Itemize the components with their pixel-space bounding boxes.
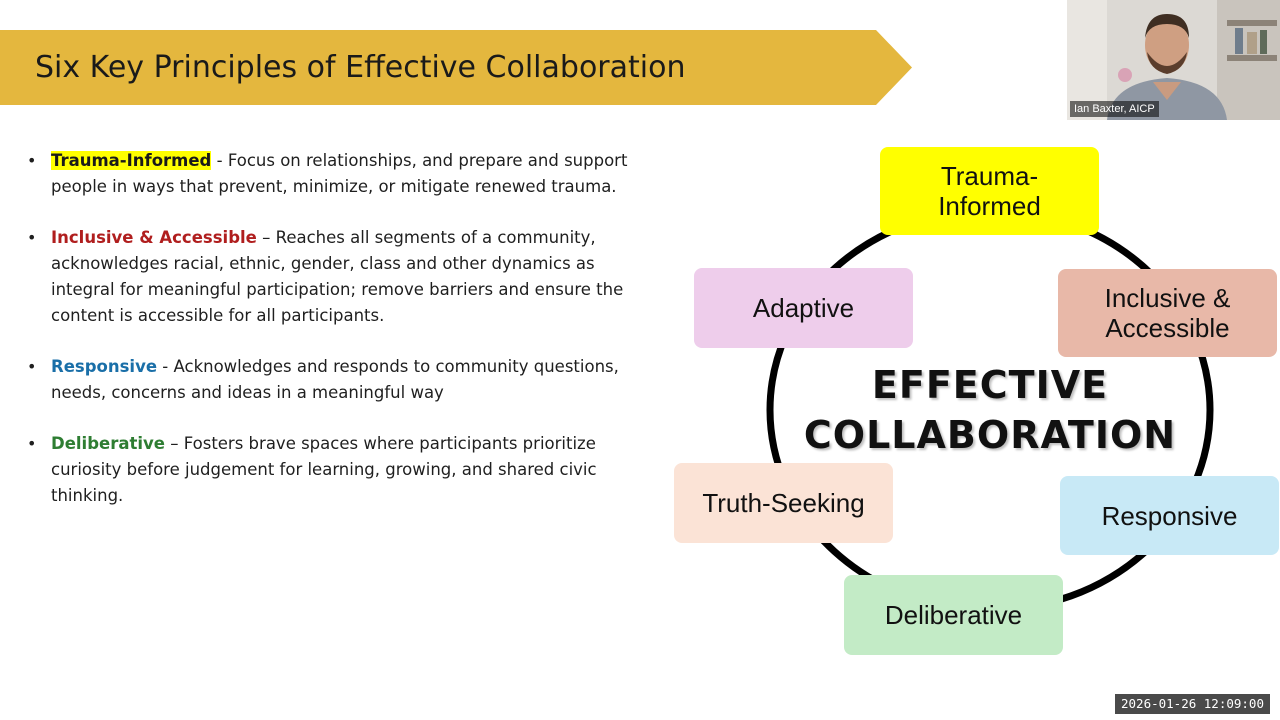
node-label-line2: Informed	[938, 191, 1041, 221]
bullet-icon: •	[27, 228, 37, 247]
principles-list: • Trauma-Informed - Focus on relationshi…	[25, 148, 655, 534]
diagram-node-deliberative: Deliberative	[844, 575, 1063, 655]
principle-separator: -	[211, 151, 228, 170]
title-banner: Six Key Principles of Effective Collabor…	[0, 30, 912, 105]
bullet-icon: •	[27, 434, 37, 453]
principle-separator: –	[164, 434, 184, 453]
recording-timestamp: 2026-01-26 12:09:00	[1115, 694, 1270, 714]
diagram-node-trauma-informed: Trauma- Informed	[880, 147, 1099, 235]
bullet-icon: •	[27, 357, 37, 376]
diagram-node-inclusive-accessible: Inclusive & Accessible	[1058, 269, 1277, 357]
principle-item-inclusive: • Inclusive & Accessible – Reaches all s…	[25, 225, 655, 329]
participant-video-tile[interactable]: Ian Baxter, AICP	[1067, 0, 1280, 120]
principle-item-deliberative: • Deliberative – Fosters brave spaces wh…	[25, 431, 655, 509]
node-label: Deliberative	[884, 600, 1023, 630]
participant-video-feed	[1067, 0, 1280, 120]
principle-term: Responsive	[51, 357, 158, 376]
principle-separator: –	[256, 228, 276, 247]
principle-term: Trauma-Informed	[51, 151, 212, 170]
node-label: Responsive	[1101, 500, 1238, 531]
center-label-line2: COLLABORATION	[803, 413, 1177, 457]
node-label: Adaptive	[752, 293, 855, 323]
principle-term: Deliberative	[51, 434, 165, 453]
node-label: Truth-Seeking	[702, 488, 865, 518]
slide-title: Six Key Principles of Effective Collabor…	[35, 50, 686, 85]
diagram-node-adaptive: Adaptive	[694, 268, 913, 348]
principle-separator: -	[157, 357, 174, 376]
node-label-line1: Inclusive &	[1104, 283, 1231, 313]
principle-description: Focus on relationships, and prepare and …	[51, 151, 628, 196]
principle-description: Fosters brave spaces where participants …	[51, 434, 597, 505]
principle-term: Inclusive & Accessible	[51, 228, 257, 247]
node-label-line1: Trauma-	[940, 161, 1039, 191]
diagram-node-truth-seeking: Truth-Seeking	[674, 463, 893, 543]
principle-description: Acknowledges and responds to community q…	[51, 357, 619, 402]
principle-item-responsive: • Responsive - Acknowledges and responds…	[25, 354, 655, 406]
principle-item-trauma: • Trauma-Informed - Focus on relationshi…	[25, 148, 655, 200]
bullet-icon: •	[27, 151, 37, 170]
node-label-line2: Accessible	[1105, 313, 1230, 343]
diagram-center-label: EFFECTIVE COLLABORATION	[790, 360, 1190, 460]
participant-name-label: Ian Baxter, AICP	[1070, 101, 1159, 117]
principle-description: Reaches all segments of a community, ack…	[51, 228, 624, 325]
diagram-node-responsive: Responsive	[1060, 476, 1279, 555]
center-label-line1: EFFECTIVE	[871, 363, 1109, 407]
